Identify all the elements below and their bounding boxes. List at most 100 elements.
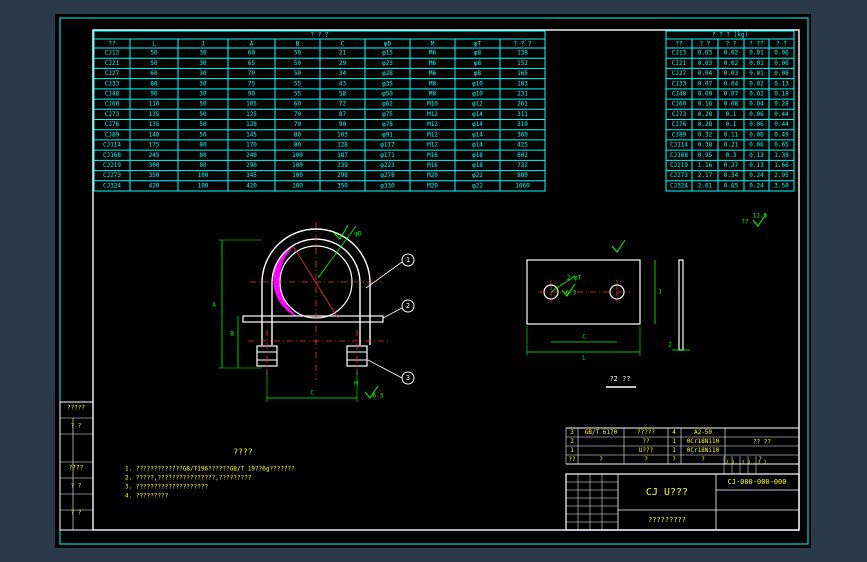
weight-table-cell: 0.06 — [749, 131, 764, 138]
scale-mark: ? ? — [757, 461, 766, 467]
size-table-cell: M12 — [427, 131, 438, 138]
size-table-cell: 300 — [149, 162, 160, 169]
weight-table-cell: 0.02 — [724, 60, 739, 67]
size-table-cell: CJ168 — [103, 152, 121, 159]
weight-table-cell: CJ13 — [672, 50, 687, 57]
size-table-cell: φ14 — [472, 142, 483, 149]
weight-table-cell: CJ114 — [670, 142, 688, 149]
size-table-cell: 75 — [248, 80, 256, 87]
size-table-cell: 50 — [199, 111, 207, 118]
weight-table-cell: 0.06 — [749, 121, 764, 128]
size-table-cell: φ14 — [472, 111, 483, 118]
parts-list-cell: ?? — [642, 438, 650, 445]
weight-table-cell: 0.04 — [724, 80, 739, 87]
weight-table-cell: CJ21 — [672, 60, 687, 67]
size-table-cell: φ10 — [472, 80, 483, 87]
weight-table-cell: 0.32 — [698, 131, 713, 138]
weight-table-cell: CJ27 — [672, 70, 687, 77]
callout-circle — [401, 253, 415, 267]
weight-table-cell: CJ273 — [670, 172, 688, 179]
side-stamp-label: ???? — [69, 465, 84, 472]
weight-table-cell: 0.06 — [774, 50, 789, 57]
size-table-cell: 187 — [337, 152, 348, 159]
weight-table-cell: 0.04 — [698, 70, 713, 77]
size-table-cell: φ35 — [382, 80, 393, 87]
weight-table-cell: 0.01 — [749, 50, 764, 57]
weight-table-header: ? ? — [700, 41, 711, 48]
weight-table-cell: CJ219 — [670, 162, 688, 169]
size-table-cell: 30 — [199, 60, 207, 67]
ubolt-outer — [261, 228, 371, 345]
size-table-cell: 138 — [517, 50, 528, 57]
size-table-cell: 135 — [149, 111, 160, 118]
size-table-cell: 29 — [339, 60, 347, 67]
weight-table-cell: 0.06 — [749, 142, 764, 149]
weight-table-cell: 0.06 — [774, 60, 789, 67]
plate-side-view — [678, 259, 684, 351]
roughness-plate-value: 6.3 — [566, 290, 577, 297]
notes-title: ???? — [233, 448, 252, 457]
parts-list-cell: GB/T 6170 — [585, 429, 618, 436]
weight-table-cell: 0.54 — [724, 172, 739, 179]
weight-table-cell: 1.16 — [698, 162, 713, 169]
dim-label-plate-J: J — [658, 289, 662, 296]
drawing-sheet — [55, 14, 811, 548]
pipe-section-fill — [273, 245, 297, 317]
size-table-cell: 50 — [294, 50, 302, 57]
parts-list-cell: ? — [599, 456, 603, 463]
size-table-cell: 100 — [198, 182, 209, 189]
weight-table-cell: 0.18 — [774, 90, 789, 97]
size-table-cell: M6 — [429, 50, 437, 57]
weight-table-header: ?? — [675, 41, 683, 48]
callout-number: 1 — [406, 256, 410, 264]
parts-list-cell: 1 — [672, 438, 676, 445]
size-table-cell: M16 — [427, 152, 438, 159]
size-table-cell: 30 — [199, 80, 207, 87]
parts-list-cell: 1 — [570, 447, 574, 454]
size-table-cell: 50 — [199, 101, 207, 108]
size-table-cell: 239 — [337, 162, 348, 169]
size-table-cell: 34 — [339, 70, 347, 77]
size-table-cell: 30 — [199, 90, 207, 97]
weight-table-cell: 1.38 — [774, 152, 789, 159]
size-table-cell: φ14 — [472, 121, 483, 128]
weight-table-cell: 0.44 — [774, 111, 789, 118]
weight-table-header: ? ? — [726, 41, 737, 48]
size-table-cell: 90 — [339, 121, 347, 128]
size-table-cell: 50 — [294, 70, 302, 77]
size-table-header: ? ? ? — [513, 41, 531, 48]
size-table-cell: 65 — [248, 60, 256, 67]
side-stamp-label: ? ? — [71, 483, 82, 490]
plate-detail — [526, 259, 641, 325]
weight-table-cell: 0.37 — [724, 162, 739, 169]
size-table-cell: M6 — [429, 70, 437, 77]
corner-roughness-value: 12.5 — [753, 213, 768, 220]
size-table-cell: 30 — [199, 50, 207, 57]
size-table-cell: 72 — [339, 101, 347, 108]
size-table-header: ?? — [108, 41, 116, 48]
size-table-cell: 50 — [294, 60, 302, 67]
weight-table-cell: 0.13 — [749, 162, 764, 169]
callout-number: 2 — [406, 302, 410, 310]
callout-leader-1 — [365, 261, 403, 289]
size-table-cell: CJ60 — [105, 101, 120, 108]
size-table-cell: 60 — [248, 50, 256, 57]
size-table-cell: CJ21 — [105, 60, 120, 67]
size-table-cell: 880 — [517, 172, 528, 179]
size-table-cell: M10 — [427, 101, 438, 108]
dim-label-B: B — [230, 331, 234, 338]
size-table-cell: φ12 — [472, 101, 483, 108]
size-table-cell: CJ76 — [105, 121, 120, 128]
size-table-cell: 100 — [198, 172, 209, 179]
size-table-cell: 319 — [517, 121, 528, 128]
weight-table-cell: 0.04 — [749, 101, 764, 108]
size-table-cell: 21 — [339, 50, 347, 57]
size-table-header: M — [431, 41, 435, 48]
weight-table-cell: 0.13 — [774, 80, 789, 87]
weight-table-cell: 0.1 — [726, 111, 737, 118]
size-table-cell: M6 — [429, 60, 437, 67]
size-table-cell: 103 — [337, 131, 348, 138]
parts-list-cell: 4 — [672, 429, 676, 436]
weight-table-cell: 0.28 — [774, 101, 789, 108]
weight-table-cell: 0.38 — [698, 142, 713, 149]
